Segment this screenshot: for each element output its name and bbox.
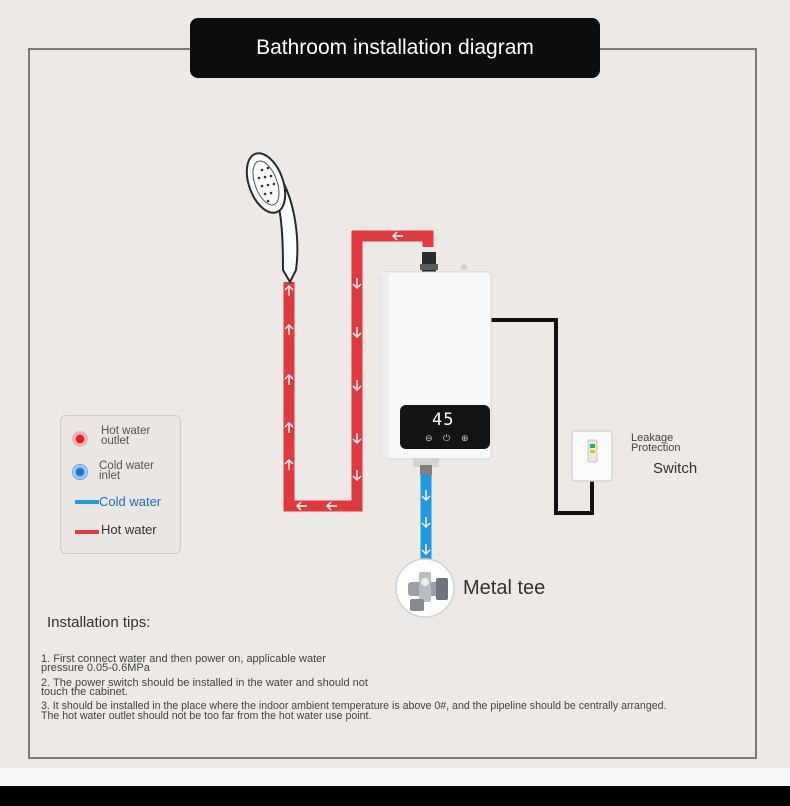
bottom-white-strip [0, 768, 790, 786]
legend-hot-outlet-line2: outlet [101, 435, 130, 447]
flow-arrow-icon [421, 490, 431, 555]
legend-cold-inlet: Cold water inlet [99, 460, 154, 482]
legend-hot-outlet: Hot water outlet [101, 425, 151, 447]
shower-head-icon [245, 152, 299, 285]
power-cable [490, 318, 594, 515]
tip-line: 1. First connect water and then power on… [41, 653, 326, 665]
title-banner: Bathroom installation diagram [190, 18, 600, 78]
temperature-readout: 45 [432, 410, 455, 430]
page-title: Bathroom installation diagram [256, 36, 534, 59]
plus-button-icon: ⊕ [461, 433, 469, 443]
tip-line: 3. It should be installed in the place w… [41, 700, 667, 712]
heater-display: 45 ⊖ ⏻ ⊕ [400, 405, 490, 449]
legend-cold-inlet-line1: Cold water [99, 460, 154, 472]
leakage-label-line2: Protection [631, 442, 681, 454]
bottom-black-bar [0, 786, 790, 806]
tip-line: touch the cabinet. [41, 686, 128, 698]
cold-water-inlet-icon [72, 464, 88, 480]
tip-line: 2. The power switch should be installed … [41, 677, 368, 689]
minus-button-icon: ⊖ [425, 433, 433, 443]
leakage-label-line1: Leakage [631, 432, 674, 444]
legend-cold-water: Cold water [99, 494, 162, 509]
hot-water-outlet-icon [72, 431, 88, 447]
legend-hot-water: Hot water [101, 522, 157, 537]
installation-tips-heading: Installation tips: [47, 614, 151, 631]
legend: Hot water outlet Cold water inlet Cold w… [60, 415, 181, 554]
hot-water-swatch [75, 530, 99, 534]
switch-label: Switch [653, 460, 698, 477]
flow-arrow-icon [284, 231, 403, 511]
metal-tee-label: Metal tee [463, 577, 546, 599]
legend-hot-outlet-line1: Hot water [101, 425, 151, 437]
metal-tee-valve-icon [395, 558, 455, 618]
cold-water-swatch [75, 500, 99, 504]
leakage-switch-icon [571, 430, 613, 482]
legend-cold-inlet-line2: inlet [99, 470, 121, 482]
tip-line: The hot water outlet should not be too f… [41, 710, 372, 722]
tip-line: pressure 0.05-0.6MPa [41, 662, 150, 674]
power-button-icon: ⏻ [443, 433, 451, 443]
